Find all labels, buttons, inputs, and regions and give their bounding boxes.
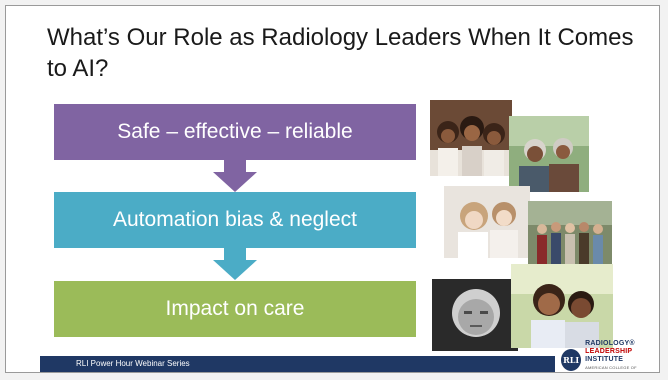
box-impact-on-care: Impact on care [54,281,416,337]
box-label: Automation bias & neglect [113,208,357,231]
photo-elderly-woman [432,279,518,351]
rli-logo: RLI RADIOLOGY® LEADERSHIP INSTITUTE AMER… [561,340,657,372]
photo-group [528,201,612,269]
photo-family-women [430,100,512,176]
logo-line-3: INSTITUTE [585,356,624,363]
arrow-down-icon [213,260,257,280]
arrow-down-icon [213,172,257,192]
photo-couple [511,264,613,348]
logo-line-4: AMERICAN COLLEGE OF RADIOLOGY [585,365,637,370]
box-label: Safe – effective – reliable [117,120,353,143]
footer-text: RLI Power Hour Webinar Series [76,359,190,368]
footer-bar: RLI Power Hour Webinar Series [40,356,555,372]
box-label: Impact on care [165,297,305,320]
photo-grandparents [509,116,589,192]
slide: What’s Our Role as Radiology Leaders Whe… [5,5,660,373]
logo-line-1: RADIOLOGY® [585,340,635,347]
rli-logo-text: RADIOLOGY® LEADERSHIP INSTITUTE AMERICAN… [585,340,657,372]
logo-line-2: LEADERSHIP [585,348,633,355]
box-automation-bias: Automation bias & neglect [54,192,416,248]
arrow-stem-1 [224,160,246,172]
slide-title: What’s Our Role as Radiology Leaders Whe… [47,24,634,82]
photo-children [444,186,530,258]
box-safe-effective-reliable: Safe – effective – reliable [54,104,416,160]
rli-logo-mark: RLI [561,349,582,371]
arrow-stem-2 [224,248,246,260]
